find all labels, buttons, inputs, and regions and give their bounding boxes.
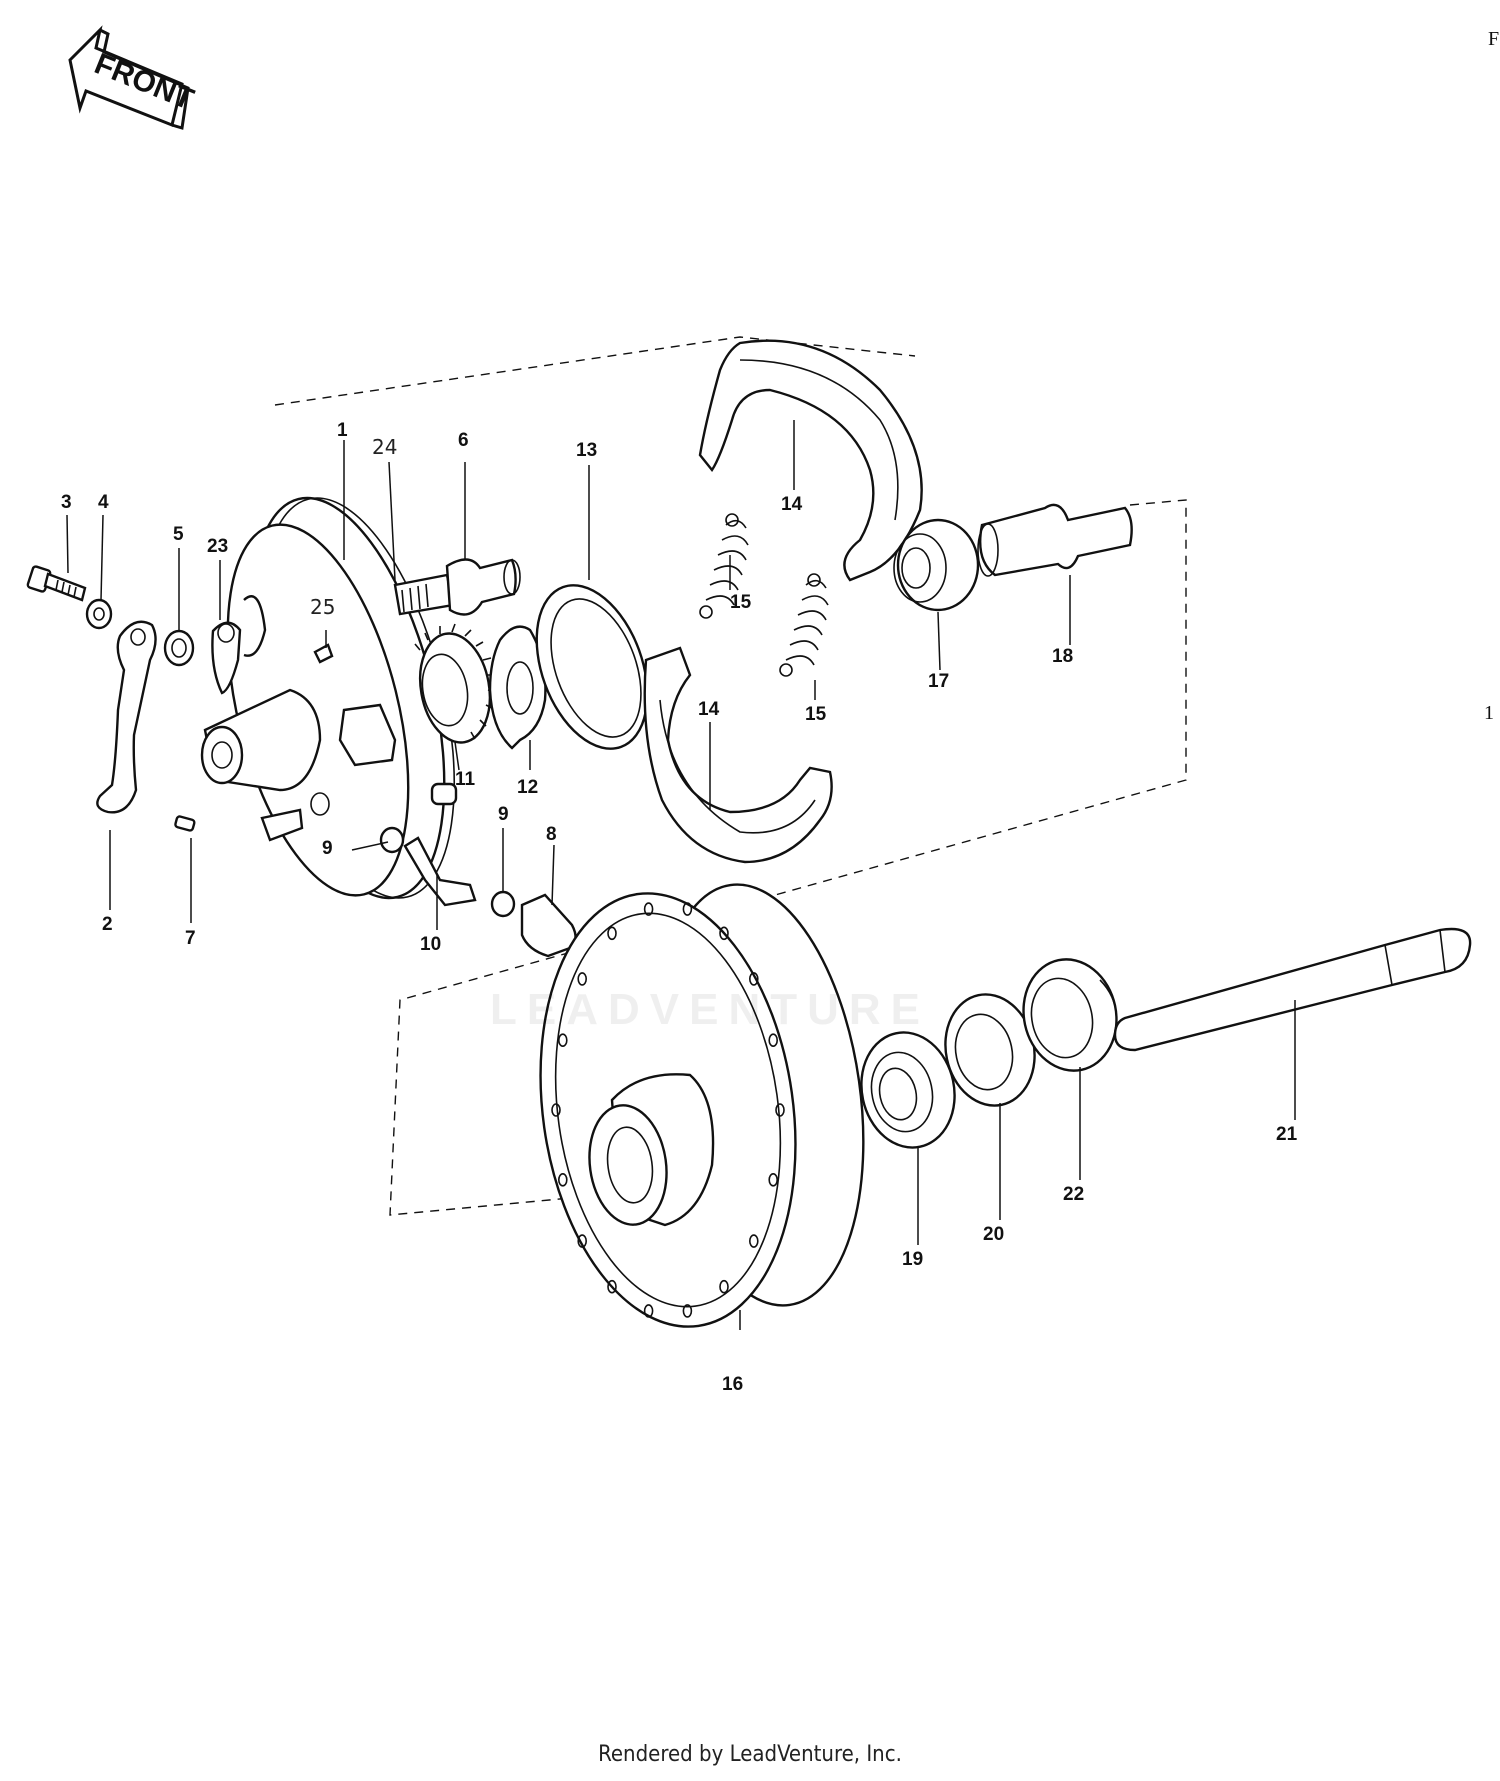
part-24-worm bbox=[393, 573, 455, 616]
part-10-pinion bbox=[403, 836, 477, 907]
footer-credit: Rendered by LeadVenture, Inc. bbox=[598, 1742, 902, 1767]
part-4-washer bbox=[85, 598, 113, 630]
watermark: LEADVENTURE bbox=[490, 985, 931, 1034]
callout-1: 1 bbox=[337, 420, 348, 441]
part-23-indicator-plate bbox=[211, 621, 242, 695]
part-14-brake-shoe-upper bbox=[698, 339, 923, 582]
front-direction-arrow: FRONT bbox=[68, 25, 198, 130]
part-18-sleeve bbox=[977, 503, 1133, 577]
part-21-axle bbox=[1113, 927, 1472, 1052]
spoke-hole bbox=[643, 902, 654, 916]
callout-2: 2 bbox=[102, 914, 113, 935]
part-3-bolt bbox=[26, 565, 87, 602]
callout-9-right: 9 bbox=[498, 804, 509, 825]
part-17-bearing bbox=[893, 518, 980, 612]
spoke-hole bbox=[682, 1304, 693, 1318]
spoke-hole bbox=[719, 926, 729, 941]
part-19-bearing bbox=[860, 1031, 956, 1149]
part-15-spring-upper bbox=[699, 513, 749, 619]
part-2-brake-lever bbox=[96, 620, 157, 814]
callout-16: 16 bbox=[722, 1374, 743, 1395]
part-5-washer bbox=[163, 629, 195, 667]
spoke-hole bbox=[557, 1033, 568, 1047]
callout-20: 20 bbox=[983, 1224, 1004, 1245]
callout-8: 8 bbox=[546, 824, 557, 845]
part-15-spring-lower bbox=[779, 573, 829, 677]
spoke-hole bbox=[577, 972, 588, 986]
callout-14-upper: 14 bbox=[781, 494, 803, 515]
spoke-hole bbox=[768, 1033, 779, 1047]
edge-text-right: 1 bbox=[1484, 702, 1494, 724]
spoke-hole bbox=[557, 1173, 568, 1187]
callout-25: 25 bbox=[310, 595, 335, 619]
part-14-brake-shoe-lower bbox=[643, 646, 833, 864]
spoke-hole bbox=[775, 1103, 785, 1117]
part-11-speedometer-gear bbox=[414, 623, 497, 744]
part-13-seal bbox=[535, 584, 649, 750]
spoke-hole bbox=[607, 1279, 617, 1294]
callout-14-lower: 14 bbox=[698, 699, 720, 720]
part-22-collar bbox=[1022, 958, 1118, 1072]
callout-18: 18 bbox=[1052, 646, 1073, 667]
part-12-thrust-washer bbox=[488, 625, 547, 750]
spoke-hole bbox=[682, 902, 693, 916]
callout-21: 21 bbox=[1276, 1124, 1298, 1145]
callout-24: 24 bbox=[372, 435, 397, 459]
spoke-hole bbox=[607, 926, 617, 941]
part-25-clip bbox=[313, 643, 334, 664]
callout-4: 4 bbox=[98, 492, 109, 513]
callout-15-lower: 15 bbox=[805, 704, 827, 725]
part-8-bushing bbox=[520, 893, 577, 958]
spoke-hole bbox=[768, 1173, 779, 1187]
edge-text-top: F bbox=[1488, 28, 1500, 50]
spoke-hole bbox=[748, 972, 759, 986]
callout-19: 19 bbox=[902, 1249, 923, 1270]
part-9-washer-b bbox=[490, 890, 516, 918]
callout-22: 22 bbox=[1063, 1184, 1084, 1205]
part-6-bushing bbox=[445, 558, 521, 616]
part-20-oil-seal bbox=[944, 993, 1036, 1107]
callout-6: 6 bbox=[458, 430, 469, 451]
spoke-hole bbox=[551, 1103, 561, 1117]
callout-15-upper: 15 bbox=[730, 592, 752, 613]
spoke-hole bbox=[719, 1279, 729, 1294]
part-16-wheel-hub bbox=[539, 883, 865, 1328]
callout-5: 5 bbox=[173, 524, 184, 545]
leader-lines bbox=[66, 420, 1296, 1330]
part-9-washer-a bbox=[379, 826, 405, 854]
callout-7: 7 bbox=[185, 928, 196, 949]
spoke-hole bbox=[643, 1304, 654, 1318]
spoke-hole bbox=[748, 1234, 759, 1248]
callout-10: 10 bbox=[420, 934, 441, 955]
callout-labels: 1 2 3 4 5 6 7 8 9 9 10 11 12 13 14 14 15… bbox=[61, 420, 1298, 1395]
assembly-guide-lines bbox=[274, 336, 1187, 1216]
callout-13: 13 bbox=[576, 440, 597, 461]
callout-11: 11 bbox=[455, 769, 476, 790]
part-7-pin bbox=[174, 815, 196, 832]
callout-3: 3 bbox=[61, 492, 72, 513]
callout-23: 23 bbox=[207, 536, 228, 557]
callout-9-left: 9 bbox=[322, 838, 333, 859]
callout-17: 17 bbox=[928, 671, 949, 692]
spoke-hole bbox=[577, 1234, 588, 1248]
callout-12: 12 bbox=[517, 777, 538, 798]
